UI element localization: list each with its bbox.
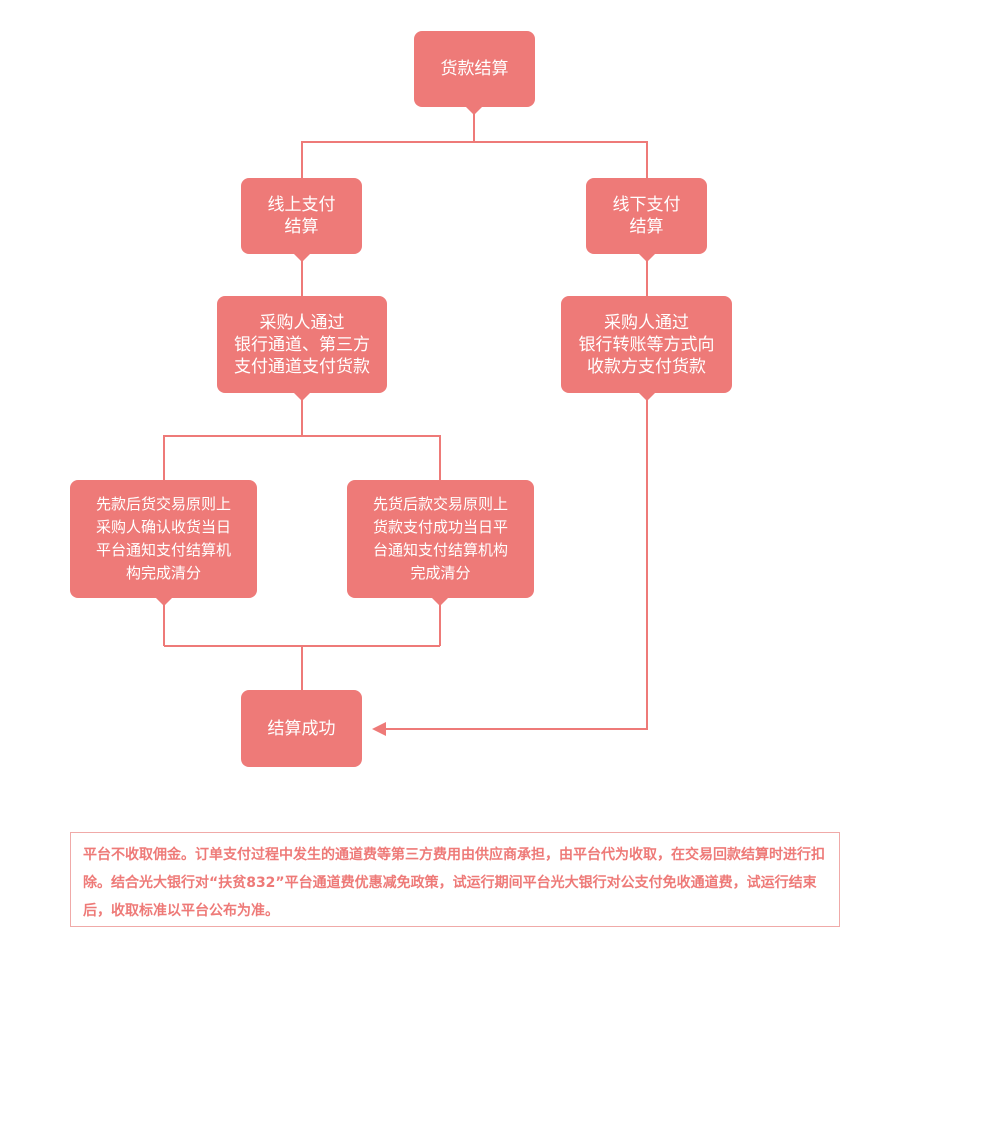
node-payment-settlement: 货款结算 [414, 31, 535, 107]
node-pay-before-delivery-label: 先款后货交易原则上 采购人确认收货当日 平台通知支付结算机 构完成清分 [95, 495, 231, 582]
connector-offline-to-success [384, 393, 648, 730]
node-settlement-success-label: 结算成功 [267, 718, 336, 739]
fee-note-box: 平台不收取佣金。订单支付过程中发生的通道费等第三方费用由供应商承担，由平台代为收… [70, 832, 840, 927]
node-offline-payment-method: 采购人通过 银行转账等方式向 收款方支付货款 [561, 296, 732, 393]
connector-pay-options-merge [163, 598, 441, 690]
node-offline-payment-settlement: 线下支付 结算 [586, 178, 707, 254]
connector-start-branch [301, 107, 648, 178]
node-online-payment-settlement: 线上支付 结算 [241, 178, 362, 254]
node-offline-payment-method-label: 采购人通过 银行转账等方式向 收款方支付货款 [578, 312, 715, 377]
fee-note-text: 平台不收取佣金。订单支付过程中发生的通道费等第三方费用由供应商承担，由平台代为收… [83, 847, 825, 919]
pay-first-pointer [155, 597, 173, 606]
offline-method-pointer [638, 392, 656, 401]
connector-markers [155, 106, 656, 736]
connector-online-method-branch [163, 393, 441, 480]
start-node-pointer [465, 106, 483, 115]
node-pay-before-delivery: 先款后货交易原则上 采购人确认收货当日 平台通知支付结算机 构完成清分 [70, 480, 257, 598]
node-online-payment-settlement-label: 线上支付 结算 [267, 195, 336, 237]
online-method-pointer [293, 392, 311, 401]
online-node-pointer [293, 253, 311, 262]
node-online-payment-method: 采购人通过 银行通道、第三方 支付通道支付货款 [217, 296, 387, 393]
connector-lines [163, 107, 648, 730]
node-delivery-before-pay-label: 先货后款交易原则上 货款支付成功当日平 台通知支付结算机构 完成清分 [372, 495, 508, 582]
goods-first-pointer [431, 597, 449, 606]
node-payment-settlement-label: 货款结算 [440, 59, 509, 79]
arrow-left-into-success [372, 722, 386, 736]
node-delivery-before-pay: 先货后款交易原则上 货款支付成功当日平 台通知支付结算机构 完成清分 [347, 480, 534, 598]
node-settlement-success: 结算成功 [241, 690, 362, 767]
offline-node-pointer [638, 253, 656, 262]
node-online-payment-method-label: 采购人通过 银行通道、第三方 支付通道支付货款 [234, 312, 370, 377]
node-offline-payment-settlement-label: 线下支付 结算 [612, 195, 681, 237]
